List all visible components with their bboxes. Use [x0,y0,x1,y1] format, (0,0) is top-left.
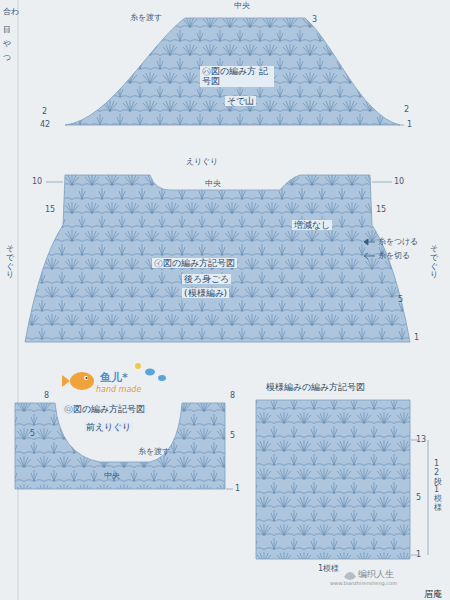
legend-arrow [362,252,376,260]
row-number: 15 [45,206,55,214]
legend-arrow [362,238,376,246]
vertical-note: 12段1模様 [434,460,442,513]
row-number: 1 [235,485,240,493]
row-number: 1 [407,121,412,129]
chart-area: ㋑図の編み方記号図後ろ身ごろ (模様編み) 増減なし [22,172,414,346]
legend-row: 糸をつける [362,236,418,247]
chart-subtitle: 増減なし [292,220,332,230]
watermark-text: hand made [96,386,141,394]
vertical-note: そでぐり [6,245,14,280]
row-number: 8 [44,392,49,400]
row-number: つ [3,54,11,62]
row-number: 中央 [234,2,250,10]
watermark-text: 编织人生 [358,570,394,579]
row-number: 2 [404,106,409,114]
chart-area: ㋩図の編み方 記号図そで山 [60,14,405,130]
chart-title: ㋩図の編み方 記号図 [200,66,274,87]
chart-title: 模様編みの編み方記号図 [264,382,367,392]
row-number: 合わ [3,8,19,16]
chart-area: 模様編みの編み方記号図 [254,382,412,562]
row-number: 中央 [205,180,221,188]
row-number: 糸を渡す [130,14,162,22]
row-number: えりぐり [186,158,218,166]
row-number: や [3,40,11,48]
row-number: 1 [416,551,421,559]
row-number: 5 [30,430,35,438]
row-number: 5 [230,432,235,440]
watermark-logo [344,572,356,580]
row-number: 42 [40,121,50,129]
row-number: 13 [416,436,426,444]
vertical-note: そでぐり [430,245,438,280]
row-number: 8 [230,392,235,400]
chart-subtitle: (模様編み) [182,288,229,298]
row-number: 糸を渡す [138,448,170,456]
legend-text: 糸を切る [378,251,410,260]
row-number: 1 [414,334,419,342]
watermark-text: 鱼儿* [100,372,128,383]
legend-row: 糸を切る [362,250,410,261]
row-number: 10 [32,178,42,186]
chart-outline [254,382,412,562]
chart-subtitle: 前えりぐり [84,422,133,432]
row-number: 1模様 [318,565,339,573]
row-number: 15 [376,206,386,214]
row-number: 5 [416,494,421,502]
legend-text: 糸をつける [378,237,418,246]
chart-title: ㋑図の編み方記号図 [152,258,237,268]
chart-subtitle: そで山 [225,96,256,106]
watermark-text: 眉庵 [424,590,442,599]
watermark-text: www.bianzhirensheng.com [330,581,397,586]
row-number: 3 [312,16,317,24]
chart-subtitle: 後ろ身ごろ [182,274,231,284]
row-number: 2 [42,108,47,116]
row-number: 10 [394,178,404,186]
row-number: 中央 [104,472,120,480]
row-number: 5 [398,296,403,304]
chart-title: ㋺図の編み方記号図 [62,404,147,414]
row-number: 目 [3,26,11,34]
chart-area: ㋺図の編み方記号図前えりぐり [14,398,228,492]
